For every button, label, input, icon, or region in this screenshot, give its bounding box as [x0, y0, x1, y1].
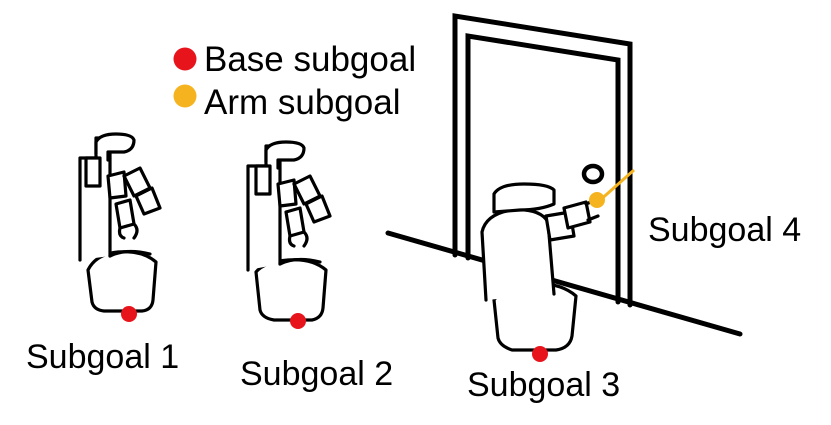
robot-2: [246, 140, 332, 322]
subgoal-1-base-marker: [121, 306, 137, 322]
legend-base-label: Base subgoal: [204, 40, 416, 79]
door-scene: [385, 13, 743, 337]
subgoal-3-base-marker: [532, 346, 548, 362]
robot-1: [78, 132, 162, 313]
subgoal-4-arm-marker: [589, 192, 605, 208]
legend-arm-label: Arm subgoal: [204, 83, 400, 122]
subgoal-2-label: Subgoal 2: [240, 355, 393, 393]
floor-line: [385, 230, 743, 337]
base-subgoal-legend-dot: [173, 47, 197, 71]
subgoal-4-label: Subgoal 4: [648, 211, 801, 249]
subgoal-1-label: Subgoal 1: [26, 338, 179, 376]
subgoal-2-base-marker: [290, 313, 306, 329]
subgoal-3-label: Subgoal 3: [467, 366, 620, 404]
door-frame-inner: [465, 33, 621, 305]
arm-subgoal-legend-dot: [173, 84, 197, 108]
robot-3: [480, 168, 635, 352]
door-knob-icon: [581, 163, 605, 185]
legend: Base subgoal Arm subgoal: [173, 40, 416, 122]
